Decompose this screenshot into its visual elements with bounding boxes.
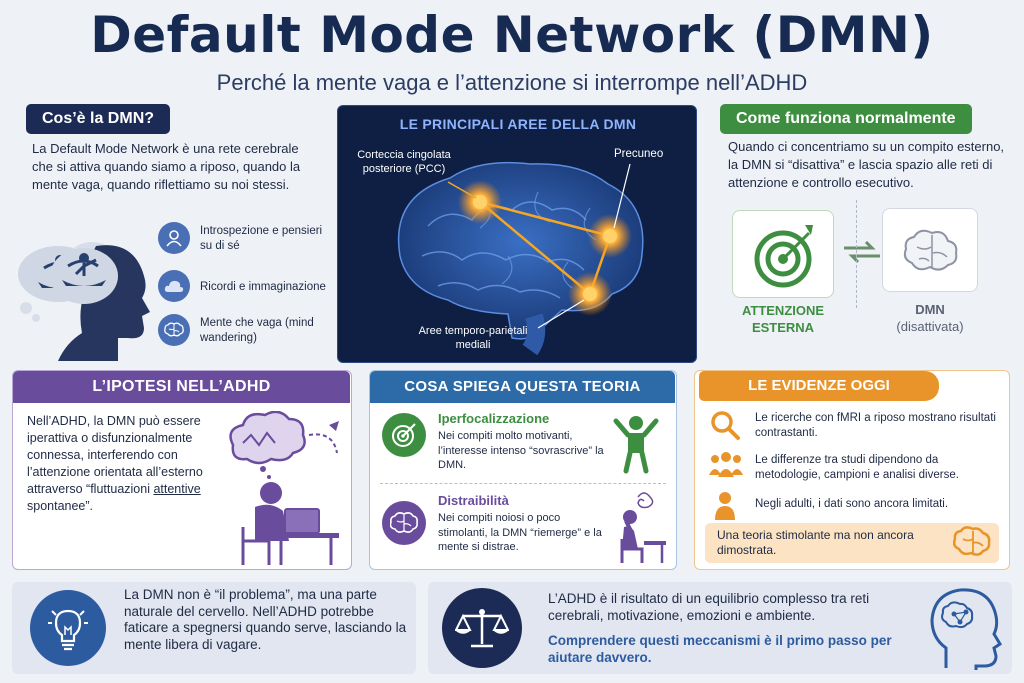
brain-distract-icon [382,501,426,545]
evidence-item-2: Le differenze tra studi dipendono da met… [755,454,959,481]
footer-right-text-2: Comprendere questi meccanismi è il primo… [548,633,892,665]
theory-panel: COSA SPIEGA QUESTA TEORIA Iperfocalizzaz… [369,370,677,570]
head-brain-icon [930,588,1003,670]
group-icon [709,452,743,477]
page-title: Default Mode Network (DMN) [90,6,934,64]
brain-gear-icon [953,526,991,556]
evidence-heading: LE EVIDENZE OGGI [699,371,939,401]
what-item-1: Introspezione e pensieri su di sé [200,225,323,252]
hypothesis-body: Nell’ADHD, la DMN può essere iperattiva … [27,413,223,515]
target-icon [754,225,813,288]
adult-icon [715,492,735,520]
footer-left-panel: La DMN non è “il problema”, ma una parte… [12,582,416,674]
evidence-note-box: Una teoria stimolante ma non ancora dimo… [705,523,999,563]
hypothesis-panel: L’IPOTESI NELL’ADHD Nell’ADHD, la DMN pu… [12,370,352,570]
attention-box [732,210,834,298]
areas-heading: LE PRINCIPALI AREE DELLA DMN [399,116,637,132]
area-label-temporo: Aree temporo-parietali mediali [418,325,528,351]
evidence-note: Una teoria stimolante ma non ancora dimo… [717,528,914,557]
evidence-panel: LE EVIDENZE OGGI Le ricerche con fMRI a … [694,370,1010,570]
theory-item2-body: Nei compiti noiosi o poco stimolanti, la… [438,512,602,553]
hypothesis-body-underline: attentive [153,482,201,496]
hypothesis-heading: L’IPOTESI NELL’ADHD [13,371,350,403]
what-heading: Cos’è la DMN? [26,104,171,134]
scales-icon [442,588,522,668]
hypothesis-body-1: Nell’ADHD, la DMN può essere iperattiva … [27,414,203,496]
cloud-icon [158,270,190,302]
page-subtitle: Perché la mente vaga e l’attenzione si i… [216,70,808,95]
evidence-item-3: Negli adulti, i dati sono ancora limitat… [755,498,949,510]
area-label-precuneo: Precuneo [614,148,664,160]
swap-arrows-icon [844,240,880,264]
normal-body: Quando ci concentriamo su un compito est… [728,139,1005,190]
brain-illustration [397,161,644,356]
what-section: Cos’è la DMN? La Default Mode Network è … [12,104,330,361]
focus-target-icon [382,413,426,457]
theory-divider [380,483,666,484]
dmn-off-label: (disattivata) [896,319,964,334]
lightbulb-icon [30,590,106,666]
dmn-label: DMN [915,302,945,317]
footer-left-text: La DMN non è “il problema”, ma una parte… [124,587,407,652]
theory-heading: COSA SPIEGA QUESTA TEORIA [370,371,675,403]
what-body: La Default Mode Network è una rete cereb… [32,141,301,192]
what-item-3: Mente che vaga (mind wandering) [200,317,314,344]
divider-dashed [856,200,857,308]
cheering-person-icon [613,416,659,474]
bored-person-icon [620,492,666,563]
areas-panel: LE PRINCIPALI AREE DELLA DMN Corteccia c… [337,105,697,363]
normal-section: Come funziona normalmente Quando ci conc… [706,104,1012,359]
hypothesis-body-2: spontanee”. [27,499,94,513]
dmn-off-box [882,208,978,292]
normal-heading: Come funziona normalmente [720,104,972,134]
person-icon [158,222,190,254]
head-illustration [18,242,150,361]
theory-item1-title: Iperfocalizzazione [438,411,550,426]
theory-item1-body: Nei compiti molto motivanti, l’interesse… [438,430,604,471]
evidence-item-1: Le ricerche con fMRI a riposo mostrano r… [755,412,996,439]
footer-right-text-1: L’ADHD è il risultato di un equilibrio c… [548,591,870,623]
magnifier-icon [711,411,740,440]
attention-label: ATTENZIONE ESTERNA [741,303,825,335]
area-label-pcc: Corteccia cingolata posteriore (PCC) [357,149,451,175]
theory-item2-title: Distraibilità [438,493,509,508]
footer-right-panel: L’ADHD è il risultato di un equilibrio c… [428,582,1012,674]
brain-gray-icon [903,229,958,271]
what-item-2: Ricordi e immaginazione [200,281,326,293]
laptop-person-illustration [229,411,339,565]
brain-icon [158,314,190,346]
